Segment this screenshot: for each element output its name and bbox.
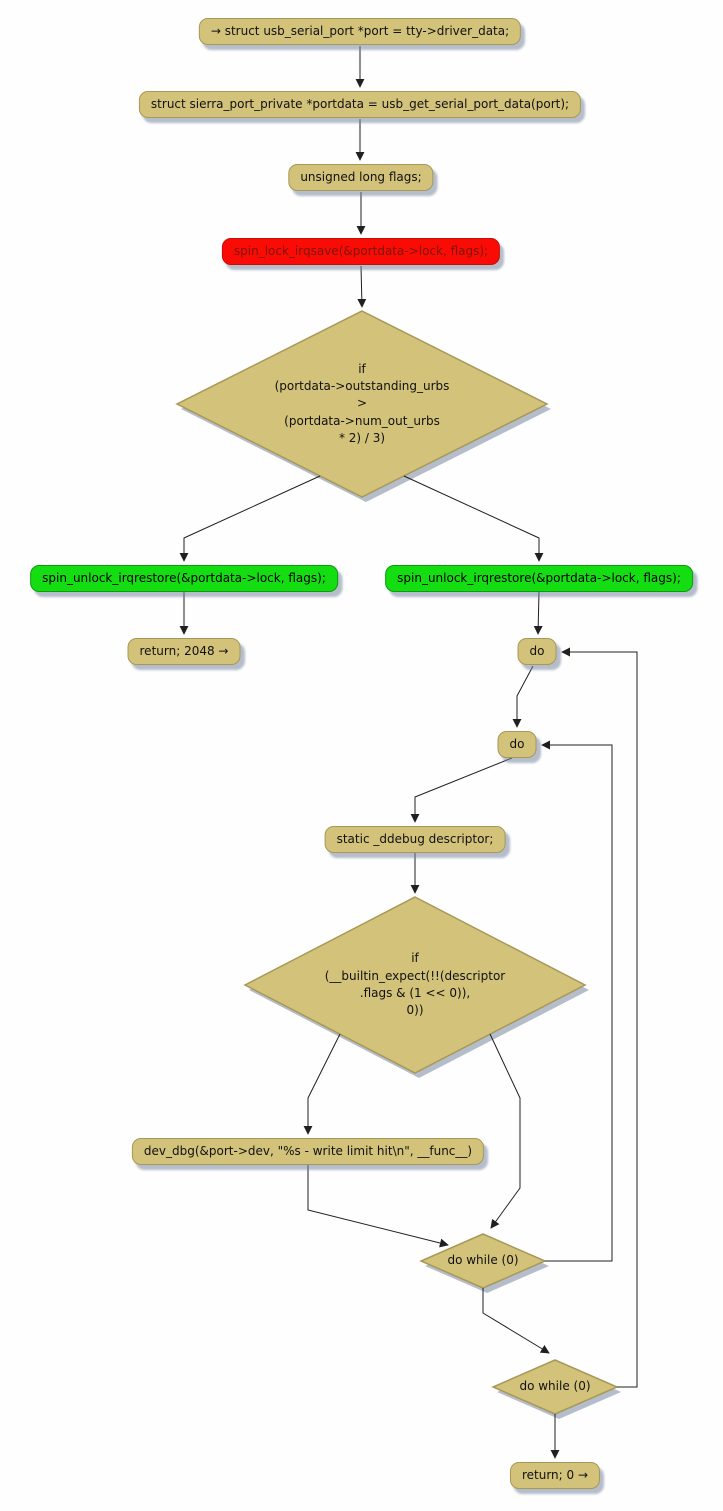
diamond-if1 — [175, 310, 549, 498]
node-return-0: return; 0 → — [509, 1462, 601, 1489]
node-do-outer: do — [517, 638, 557, 665]
edge-do1-do2 — [512, 665, 534, 728]
edge-devdbg-dowhile1 — [307, 1165, 449, 1248]
node-flags-declaration: unsigned long flags; — [288, 164, 434, 191]
edge-if1-unlock-left — [179, 475, 321, 562]
node-spin-unlock-left: spin_unlock_irqrestore(&portdata->lock, … — [30, 565, 338, 592]
edge-do2-descriptor — [410, 757, 513, 823]
edge-loop-dowhile1-do2 — [541, 740, 613, 1262]
edge-if1-unlock-right — [403, 475, 544, 562]
node-ddebug-descriptor: static _ddebug descriptor; — [324, 826, 506, 853]
edge-dowhile1-dowhile2 — [482, 1288, 550, 1354]
edge-loop-dowhile2-do1 — [561, 647, 638, 1388]
edge-n4-if1 — [357, 265, 367, 308]
diamond-dowhile1 — [419, 1233, 547, 1289]
edge-unlockright-do1 — [533, 591, 543, 635]
edge-if2-devdbg — [303, 1033, 341, 1135]
diamond-if2 — [243, 896, 587, 1074]
node-dev-dbg: dev_dbg(&port->dev, "%s - write limit hi… — [131, 1138, 485, 1165]
node-port-assignment: → struct usb_serial_port *port = tty->dr… — [198, 18, 522, 45]
node-portdata-assignment: struct sierra_port_private *portdata = u… — [138, 91, 582, 118]
node-return-2048: return; 2048 → — [127, 638, 241, 665]
node-do-inner: do — [497, 731, 537, 758]
edge-if2-dowhile1 — [489, 1033, 521, 1229]
node-spin-unlock-right: spin_unlock_irqrestore(&portdata->lock, … — [385, 565, 693, 592]
diamond-dowhile2 — [491, 1359, 619, 1415]
node-spin-lock: spin_lock_irqsave(&portdata->lock, flags… — [221, 238, 501, 265]
